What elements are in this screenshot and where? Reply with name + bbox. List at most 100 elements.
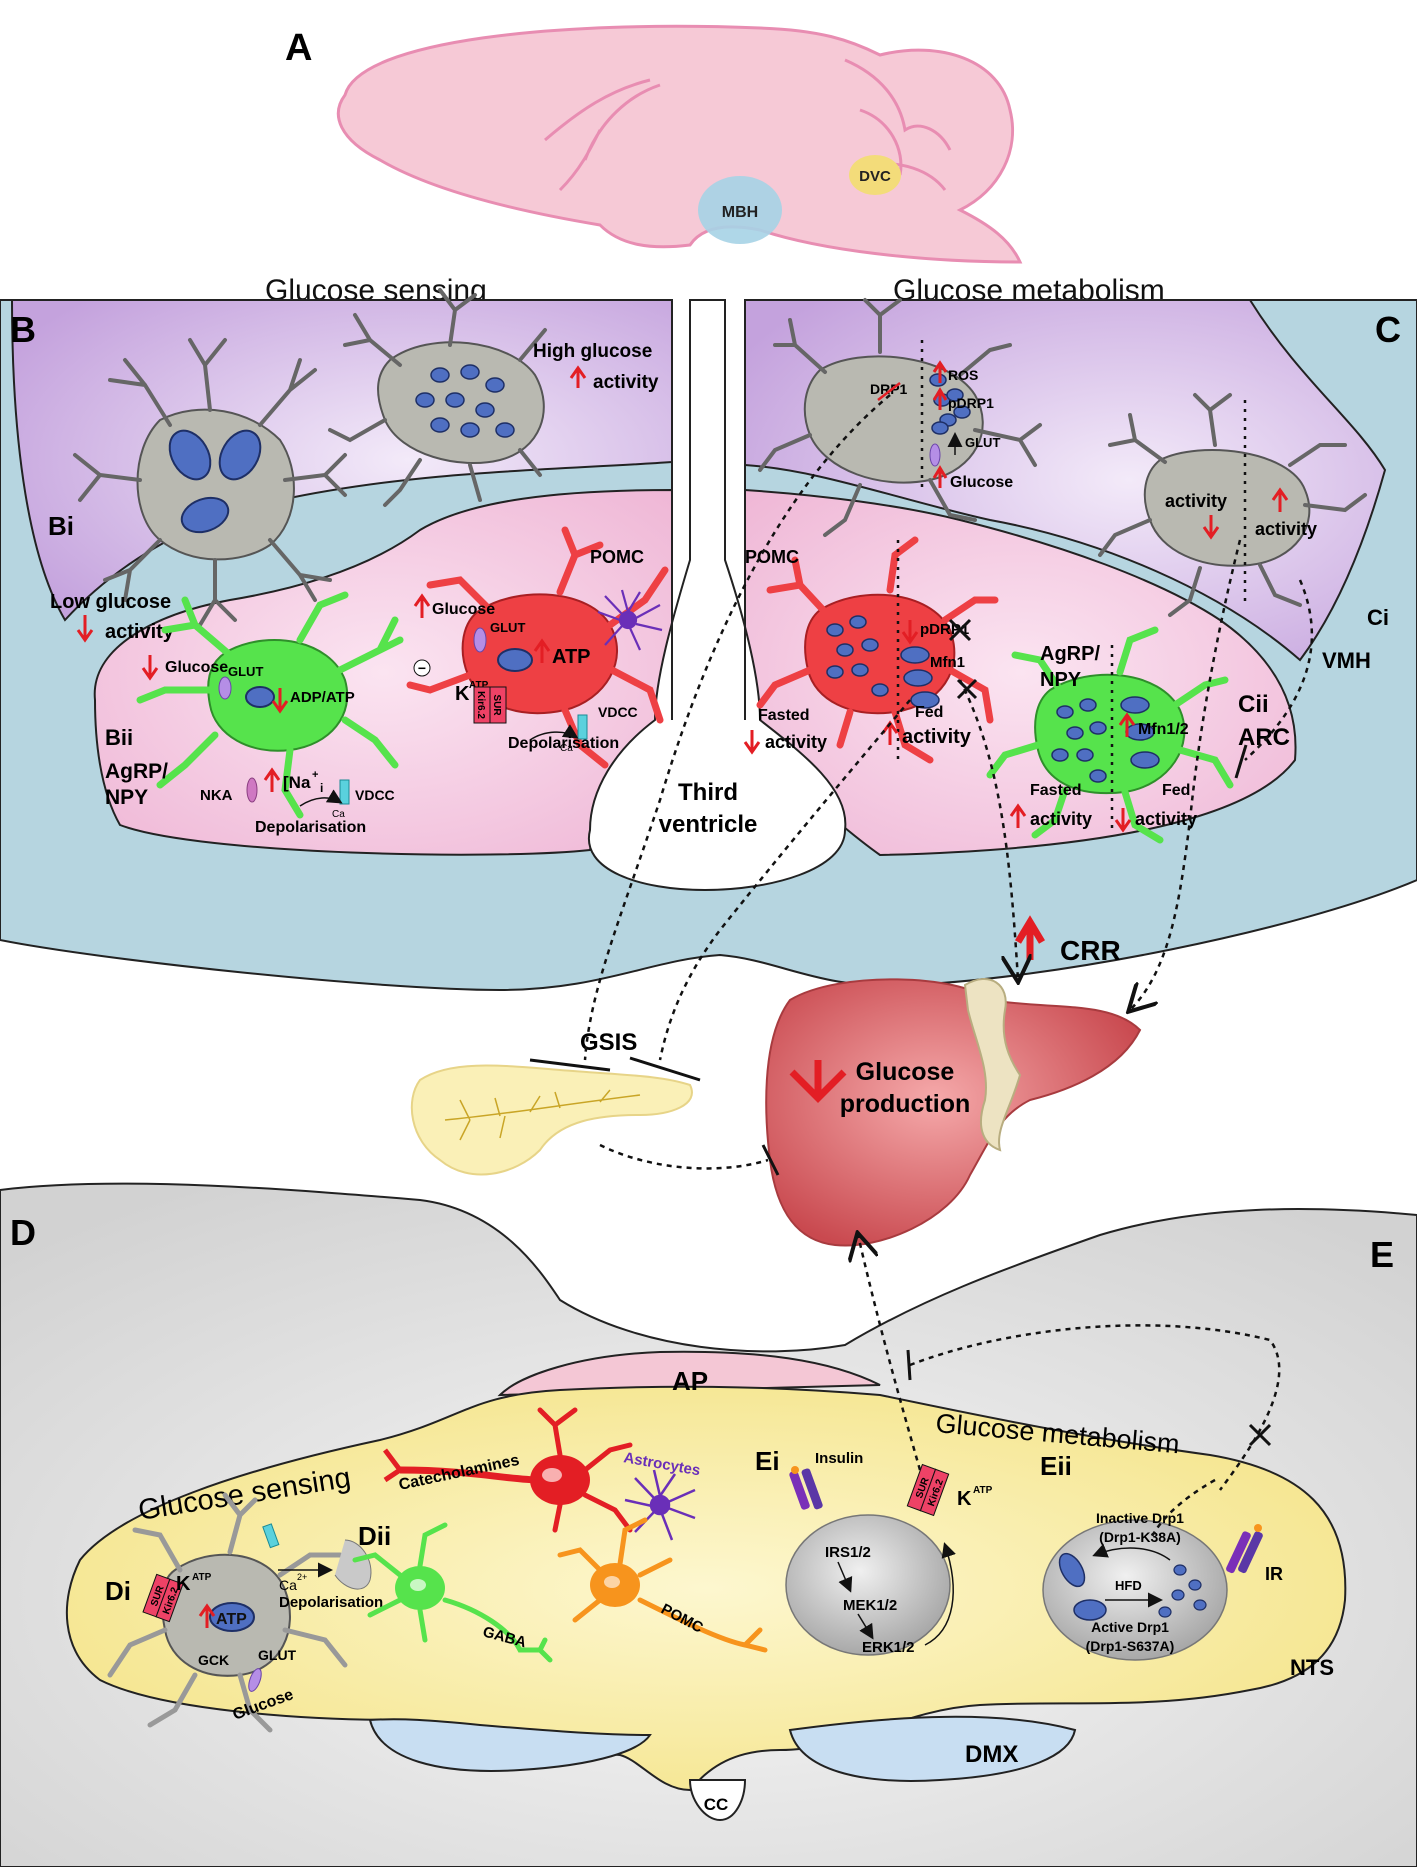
pomc-katp-sup: ATP [469, 680, 489, 691]
inhibition-sign: − [418, 660, 426, 676]
strike-icon [877, 382, 901, 401]
di-depolarisation: Depolarisation [279, 1594, 383, 1611]
active-drp1-1: Active Drp1 [1091, 1619, 1169, 1635]
pomc-left-label: POMC [590, 547, 644, 567]
down-arrow-icon [901, 620, 919, 645]
na-superscript: + [312, 769, 318, 781]
label-vmh: VMH [1322, 648, 1371, 673]
kir-label: Kir6.2 [475, 691, 486, 719]
mbh-region [698, 176, 782, 244]
brainstem-section [0, 1182, 1417, 1867]
irs-label: IRS1/2 [825, 1544, 871, 1561]
hfd-label: HFD [1115, 1578, 1142, 1593]
agrp-right-fasted: Fasted [1030, 782, 1082, 799]
agrp-glucose: Glucose [165, 659, 228, 676]
panel-label-d: D [10, 1212, 36, 1253]
nka-label: NKA [200, 787, 233, 804]
dvc-label: DVC [859, 168, 891, 185]
vmh-activity-neuron [1098, 393, 1367, 617]
agrp-label-1: AgRP/ [105, 760, 168, 783]
down-arrow-icon [141, 655, 159, 681]
vmh-activity-right: activity [1255, 519, 1317, 539]
pomc-right-fed: Fed [915, 704, 943, 721]
up-arrow-icon [569, 365, 587, 388]
ros-glucose: Glucose [950, 474, 1013, 491]
agrp-right-fed: Fed [1162, 782, 1190, 799]
up-arrow-icon [932, 465, 948, 488]
flow-arrow [299, 789, 343, 807]
pomc-depolarisation: Depolarisation [508, 735, 619, 752]
panel-label-b: B [10, 309, 36, 350]
cc-label: CC [704, 1795, 729, 1814]
down-arrow-icon [1114, 808, 1132, 833]
agrp-glut: GLUT [228, 664, 263, 679]
eii-cell [1042, 1519, 1228, 1661]
agrp-ca: Ca [332, 809, 345, 820]
brainstem-connections [858, 1235, 1281, 1541]
di-katp: K [176, 1573, 191, 1595]
di-neuron [107, 1492, 372, 1733]
panel-label-a: A [285, 27, 312, 69]
pomc-katp: K [455, 683, 470, 705]
na-label: [Na [283, 773, 311, 792]
na-subscript: i [320, 781, 323, 795]
pomc-right-fasted-activity: activity [765, 732, 827, 752]
inhibition-icon [413, 659, 431, 677]
sur-kir-channel: SUR Kir6.2 [473, 686, 507, 724]
up-arrow-icon [263, 767, 281, 792]
down-arrow-icon [1202, 515, 1220, 540]
gaba-neuron [352, 1522, 553, 1663]
up-arrow-icon [413, 593, 431, 618]
dvc-region [849, 155, 901, 195]
glucose-production-1: Glucose [856, 1058, 955, 1086]
gsis-label: GSIS [580, 1029, 637, 1056]
label-dii: Dii [358, 1521, 391, 1551]
down-arrow-icon [743, 730, 761, 755]
ros-neuron [758, 298, 1042, 537]
agrp-depolarisation: Depolarisation [255, 819, 366, 836]
sur-label: SUR [491, 694, 502, 716]
pomc-glut: GLUT [490, 620, 525, 635]
pomc-atp: ATP [552, 646, 591, 668]
pancreas [410, 1064, 693, 1176]
agrp-right-fasted-activity: activity [1030, 809, 1092, 829]
crr-label: CRR [1060, 935, 1121, 966]
vmh-activity-left: activity [1165, 491, 1227, 511]
up-arrow-icon [533, 638, 551, 663]
ir-receptor-icon [1226, 1524, 1263, 1574]
agrp-neuron-right [986, 626, 1234, 844]
mbh-label: MBH [722, 204, 758, 221]
pomc-right-fed-activity: activity [902, 726, 972, 748]
agrp-right-fed-activity: activity [1135, 809, 1197, 829]
down-arrow-icon [271, 688, 289, 714]
insulin-receptor-icon [789, 1466, 823, 1510]
mek-label: MEK1/2 [843, 1597, 897, 1614]
agrp-right-mfn12: Mfn1/2 [1138, 721, 1189, 738]
panel-label-e: E [1370, 1234, 1394, 1275]
ei-cell [785, 1514, 951, 1656]
low-glucose-activity: activity [105, 621, 175, 643]
erk-label: ERK1/2 [862, 1639, 915, 1656]
low-glucose-label: Low glucose [50, 591, 171, 613]
di-glut: GLUT [258, 1647, 297, 1663]
label-ei: Ei [755, 1446, 780, 1476]
pomc-right-fasted: Fasted [758, 707, 810, 724]
ros-label: ROS [948, 367, 978, 383]
brainstem-inhibition [906, 1349, 1272, 1447]
di-ca-sup: 2+ [297, 1572, 307, 1582]
liver [765, 978, 1142, 1247]
active-drp1-2: (Drp1-S637A) [1086, 1638, 1175, 1654]
third-ventricle-label-1: Third [678, 779, 738, 806]
high-glucose-activity: activity [593, 372, 659, 393]
di-atp: ATP [216, 1611, 247, 1628]
label-bii: Bii [105, 725, 133, 750]
di-katp-sup: ATP [192, 1572, 212, 1583]
pdrp1-label: pDRP1 [948, 395, 994, 411]
sagittal-brain: MBH DVC [336, 24, 1023, 264]
up-arrow-icon [1271, 487, 1289, 512]
third-ventricle-label-2: ventricle [659, 811, 758, 838]
pomc-right-mfn1: Mfn1 [930, 654, 965, 671]
astrocyte-icon [597, 589, 663, 651]
di-gck: GCK [198, 1652, 229, 1668]
